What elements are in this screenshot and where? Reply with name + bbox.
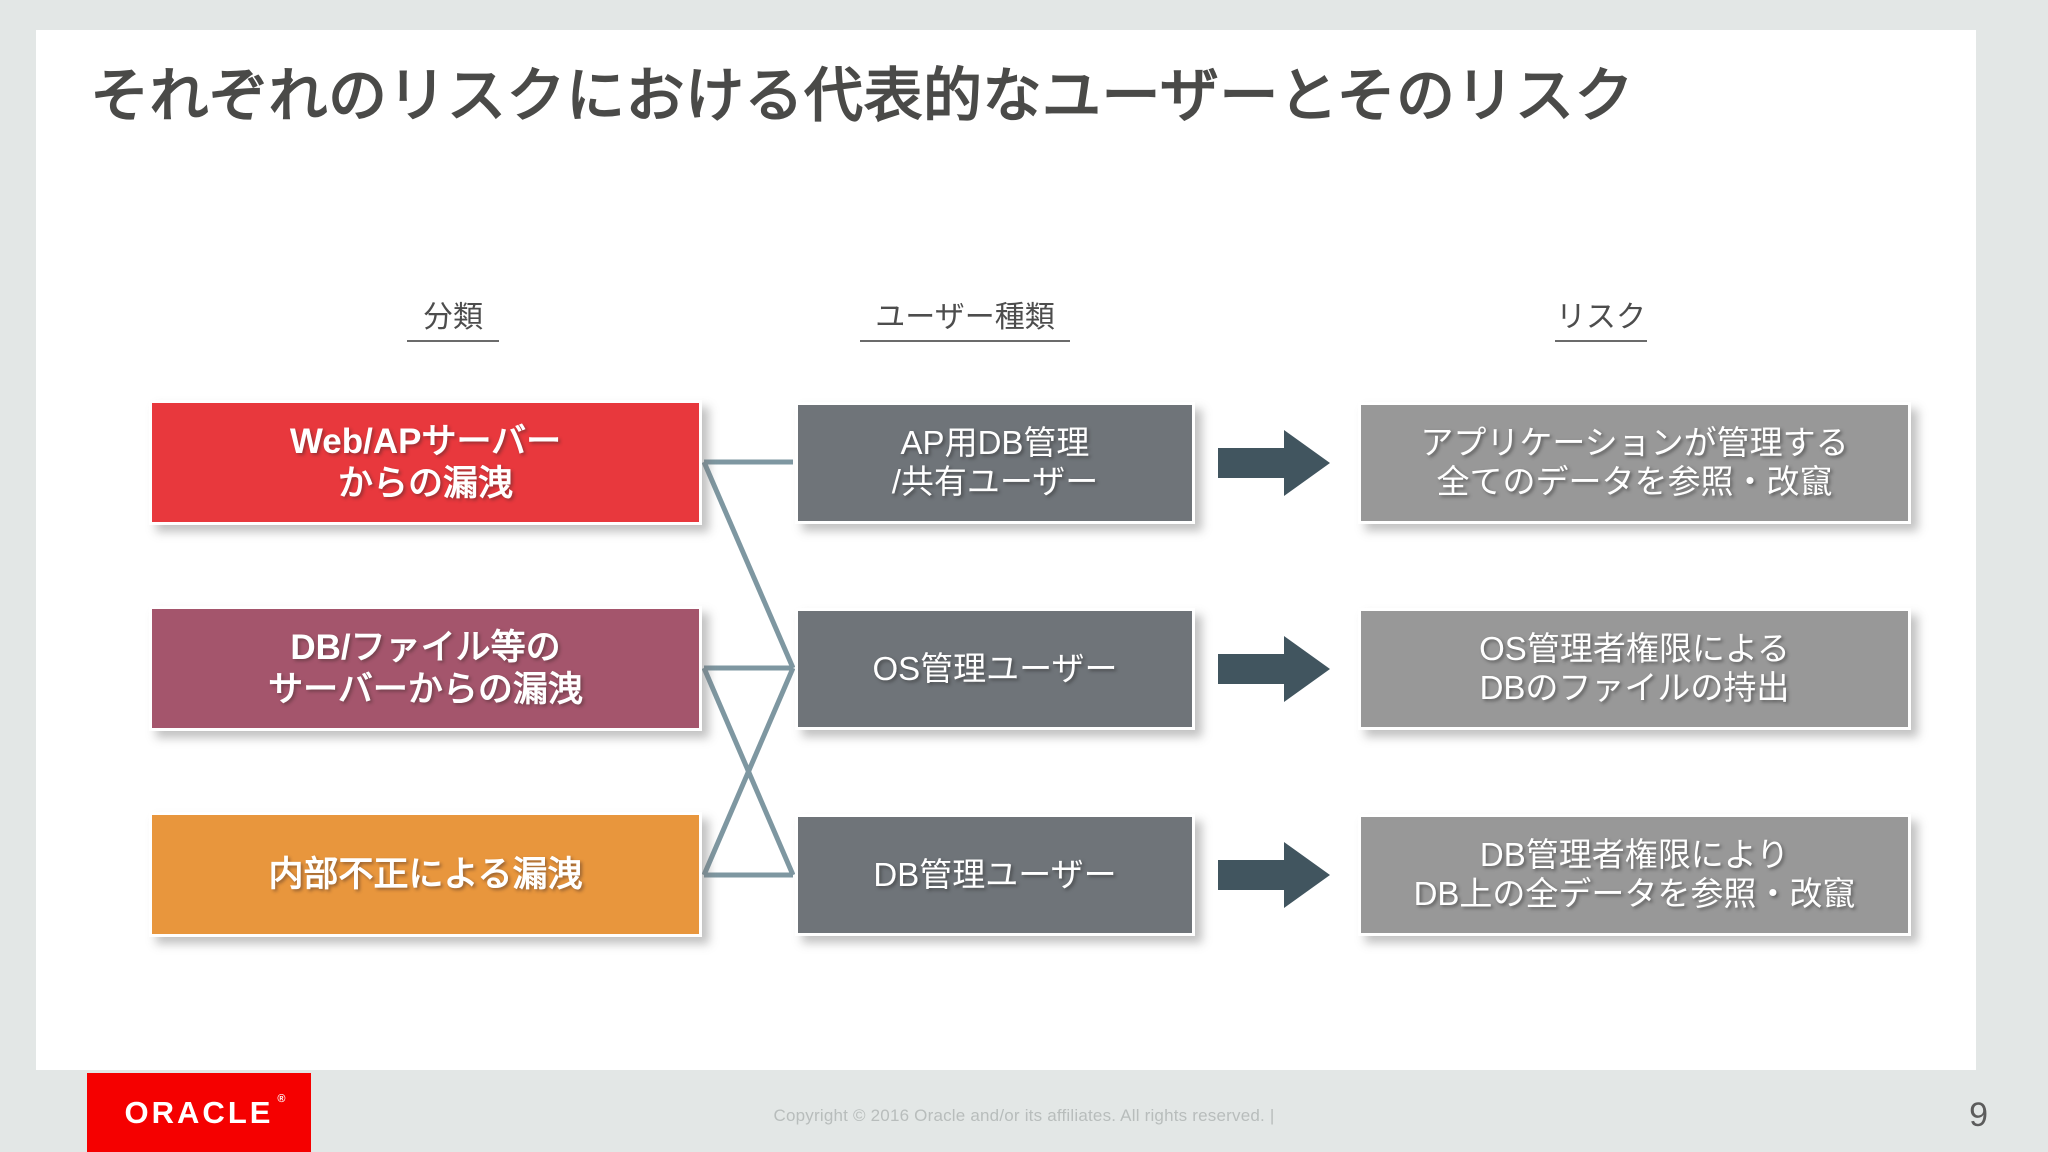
column-header-category: 分類 (407, 292, 499, 342)
risk-box-line1: DB管理者権限により (1479, 836, 1790, 874)
user-box-line1: OS管理ユーザー (872, 649, 1118, 687)
category-box-web-ap-server[interactable]: Web/APサーバー からの漏洩 (149, 400, 702, 525)
category-box-internal-fraud[interactable]: 内部不正による漏洩 (149, 812, 702, 937)
column-header-risk: リスク (1555, 292, 1647, 342)
category-box-line1: 内部不正による漏洩 (268, 854, 583, 894)
user-box-line1: AP用DB管理 (900, 424, 1090, 462)
arrow-right-icon (1218, 636, 1330, 702)
category-box-db-file-server[interactable]: DB/ファイル等の サーバーからの漏洩 (149, 606, 702, 731)
risk-box-line2: DBのファイルの持出 (1479, 669, 1790, 706)
oracle-logo-text: ORACLE (124, 1094, 274, 1130)
user-box-line1: DB管理ユーザー (873, 855, 1117, 893)
user-box-line2: /共有ユーザー (891, 463, 1099, 500)
user-box-os-admin[interactable]: OS管理ユーザー (795, 608, 1195, 730)
risk-box-db-admin-data[interactable]: DB管理者権限により DB上の全データを参照・改竄 (1358, 814, 1911, 936)
registered-trademark-icon: ® (277, 1092, 286, 1105)
slide-canvas: それぞれのリスクにおける代表的なユーザーとそのリスク 分類 ユーザー種類 リスク… (36, 30, 1976, 1070)
copyright-notice: Copyright © 2016 Oracle and/or its affil… (773, 1106, 1275, 1125)
column-header-user-type: ユーザー種類 (860, 292, 1070, 342)
risk-box-line1: OS管理者権限による (1479, 630, 1790, 668)
category-box-line2: からの漏洩 (337, 463, 513, 503)
oracle-logo: ORACLE® (87, 1073, 311, 1152)
category-box-line1: Web/APサーバー (289, 422, 562, 462)
arrow-right-icon (1218, 430, 1330, 496)
risk-box-line2: 全てのデータを参照・改竄 (1436, 463, 1833, 500)
risk-box-line2: DB上の全データを参照・改竄 (1413, 875, 1856, 912)
category-box-line2: サーバーからの漏洩 (268, 669, 583, 709)
user-box-db-admin[interactable]: DB管理ユーザー (795, 814, 1195, 936)
risk-box-application-data[interactable]: アプリケーションが管理する 全てのデータを参照・改竄 (1358, 402, 1911, 524)
arrow-right-icon (1218, 842, 1330, 908)
category-box-line1: DB/ファイル等の (290, 628, 561, 668)
user-box-ap-db-admin[interactable]: AP用DB管理 /共有ユーザー (795, 402, 1195, 524)
page-title: それぞれのリスクにおける代表的なユーザーとそのリスク (90, 63, 1635, 129)
risk-box-os-file-export[interactable]: OS管理者権限による DBのファイルの持出 (1358, 608, 1911, 730)
risk-box-line1: アプリケーションが管理する (1420, 424, 1849, 462)
page-number: 9 (1969, 1096, 1988, 1134)
